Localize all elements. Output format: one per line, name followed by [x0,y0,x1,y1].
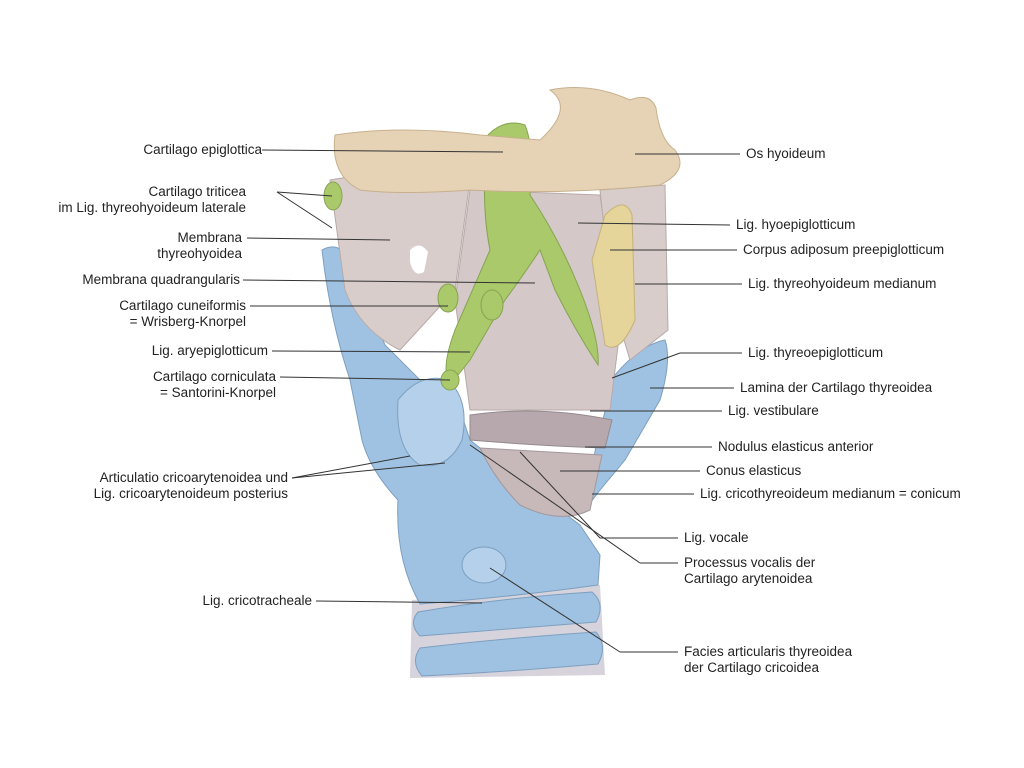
label-lig-vestibulare: Lig. vestibulare [728,403,819,419]
label-os-hyoideum: Os hyoideum [746,146,826,162]
label-text: Lig. vocale [684,530,749,545]
arytenoid-cartilage [397,377,465,467]
label-text: = Santorini-Knorpel [160,385,276,400]
label-conus-elasticus: Conus elasticus [706,463,801,479]
label-text: Membrana quadrangularis [82,272,240,287]
label-lig-thyreohyoideum-medianum: Lig. thyreohyoideum medianum [748,276,936,292]
label-lamina-cartilago-thyreoidea: Lamina der Cartilago thyreoidea [740,380,932,396]
label-lig-aryepiglotticum: Lig. aryepiglotticum [152,343,268,359]
label-text: Articulatio cricoarytenoidea und [99,470,288,485]
label-membrana-quadrangularis: Membrana quadrangularis [82,272,240,288]
label-text: Lig. cricothyreoideum medianum = conicum [700,486,961,501]
label-text: Lig. cricotracheale [202,593,312,608]
label-text: Conus elasticus [706,463,802,478]
label-text: Lig. aryepiglotticum [151,343,268,358]
triticea-cartilage [323,181,343,211]
label-text: Processus vocalis der [684,555,816,570]
label-text: Cartilago arytenoidea [684,571,813,586]
label-text: Lig. thyreoepiglotticum [748,345,884,360]
label-lig-cricothyreoideum: Lig. cricothyreoideum medianum = conicum [700,486,961,502]
label-nodulus-elasticus: Nodulus elasticus anterior [718,439,873,455]
label-text: Lig. hyoepiglotticum [736,217,856,232]
label-text: Os hyoideum [746,146,826,161]
label-text: Cartilago corniculata [152,369,276,384]
label-text: Lamina der Cartilago thyreoidea [740,380,933,395]
preepiglottic-fat [591,204,636,348]
hyoid-bone [333,87,681,193]
label-lig-thyreoepiglotticum: Lig. thyreoepiglotticum [748,345,883,361]
label-processus-vocalis: Processus vocalis der Cartilago arytenoi… [684,555,815,587]
label-cartilago-cuneiformis: Cartilago cuneiformis = Wrisberg-Knorpel [119,298,246,330]
label-text: Lig. cricoarytenoideum posterius [93,486,288,501]
label-lig-cricotracheale: Lig. cricotracheale [202,593,312,609]
label-membrana-thyreohyoidea: Membrana thyreohyoidea [157,230,242,262]
label-text: thyreohyoidea [157,246,242,261]
label-articulatio-cricoarytenoidea: Articulatio cricoarytenoidea und Lig. cr… [94,470,288,502]
leader-lines [242,149,742,653]
label-text: Corpus adiposum preepiglotticum [743,242,945,257]
label-text: Cartilago triticea [148,184,246,199]
label-text: der Cartilago cricoidea [684,660,820,675]
label-cartilago-triticea: Cartilago triticea im Lig. thyreohyoideu… [58,184,246,216]
vestibular-fold [469,410,613,449]
label-cartilago-epiglottica: Cartilago epiglottica [143,142,262,158]
label-corpus-adiposum: Corpus adiposum preepiglotticum [743,242,944,258]
label-text: Membrana [177,230,242,245]
label-cartilago-corniculata: Cartilago corniculata = Santorini-Knorpe… [153,369,276,401]
label-facies-articularis: Facies articularis thyreoidea der Cartil… [684,644,852,676]
label-lig-vocale: Lig. vocale [684,530,749,546]
cuneiform-cartilage [437,283,459,313]
label-text: Cartilago epiglottica [143,142,262,157]
label-text: Facies articularis thyreoidea [684,644,853,659]
label-text: Lig. vestibulare [728,403,819,418]
label-text: Lig. thyreohyoideum medianum [748,276,937,291]
facies-articularis [461,546,507,584]
label-text: = Wrisberg-Knorpel [129,314,246,329]
conus-elasticus [479,447,603,517]
trachea [410,585,605,678]
label-lig-hyoepiglotticum: Lig. hyoepiglotticum [736,217,855,233]
label-text: im Lig. thyreohyoideum laterale [58,200,246,215]
label-text: Nodulus elasticus anterior [718,439,874,454]
label-text: Cartilago cuneiformis [119,298,246,313]
